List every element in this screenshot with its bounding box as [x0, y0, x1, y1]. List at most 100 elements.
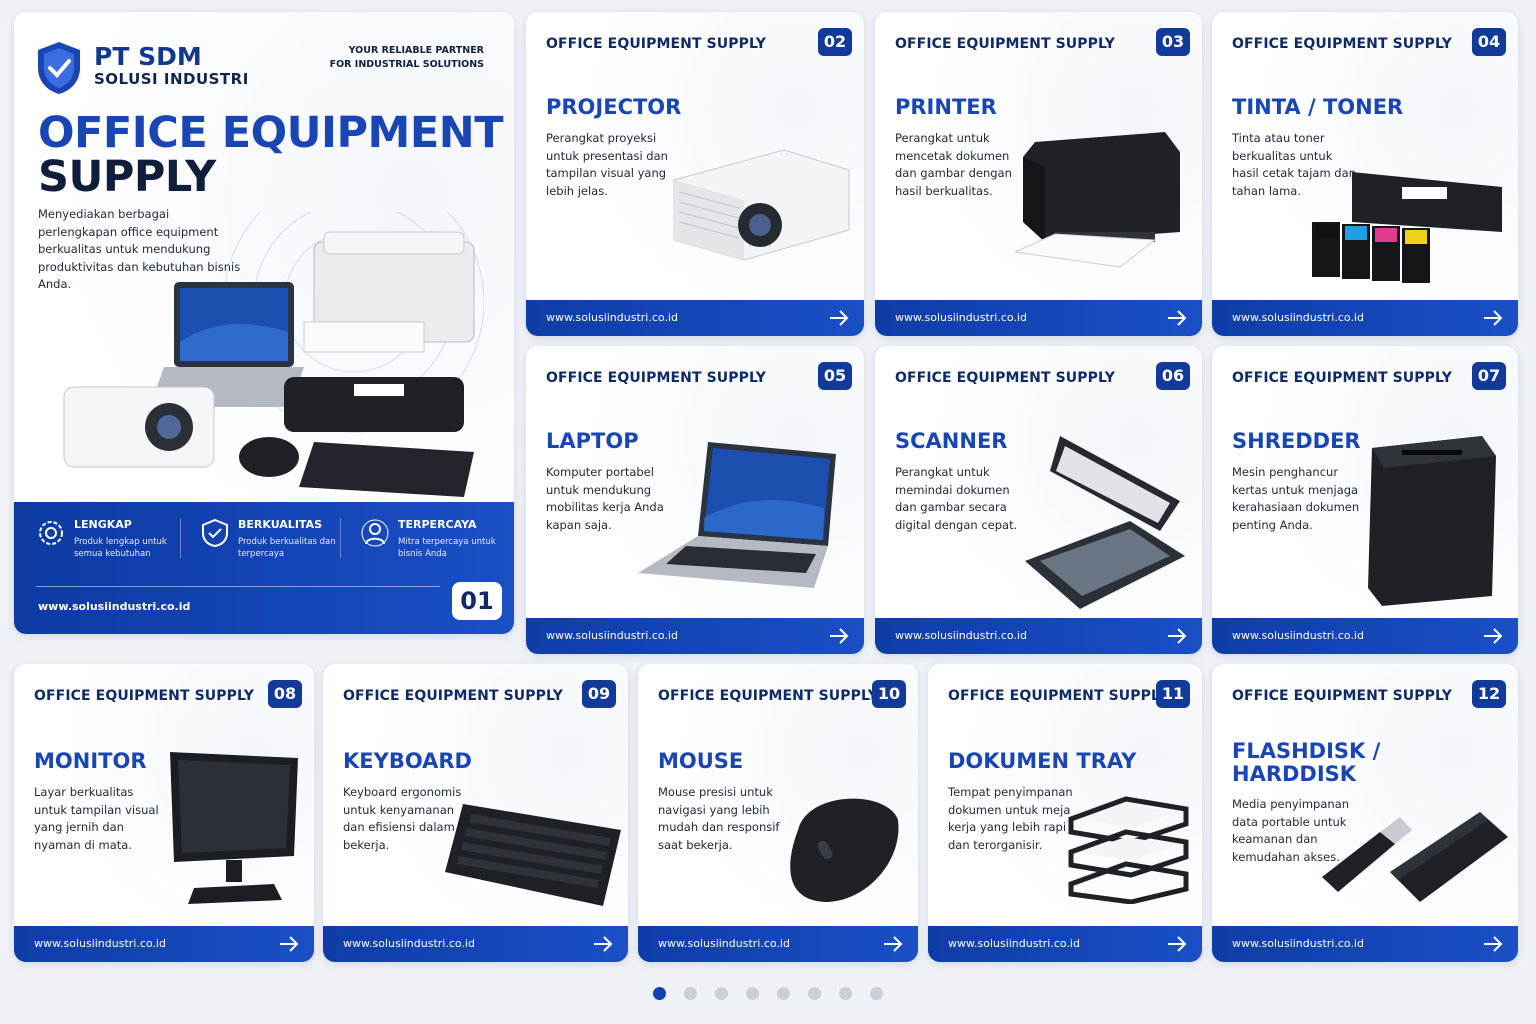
card-number-badge: 12 [1472, 680, 1506, 708]
laptop-image [638, 442, 836, 588]
card-header: OFFICE EQUIPMENT SUPPLY [895, 36, 1116, 52]
arrow-right-icon[interactable] [1482, 308, 1504, 328]
website-link[interactable]: www.solusiindustri.co.id [14, 926, 314, 962]
arrow-right-icon[interactable] [828, 308, 850, 328]
website-link[interactable]: www.solusiindustri.co.id [928, 926, 1202, 962]
website-link[interactable]: www.solusiindustri.co.id [526, 300, 864, 336]
website-link[interactable]: www.solusiindustri.co.id [323, 926, 628, 962]
card-number-badge: 11 [1156, 680, 1190, 708]
mouse-image [790, 798, 899, 902]
arrow-right-icon[interactable] [278, 934, 300, 954]
product-card-monitor[interactable]: OFFICE EQUIPMENT SUPPLY 08 MONITOR Layar… [14, 664, 314, 962]
product-card-storage[interactable]: OFFICE EQUIPMENT SUPPLY 12 FLASHDISK / H… [1212, 664, 1518, 962]
shredder-image [1368, 436, 1496, 606]
website-link[interactable]: www.solusiindustri.co.id [1212, 618, 1518, 654]
card-title: FLASHDISK / HARDDISK [1232, 739, 1381, 786]
website-link[interactable]: www.solusiindustri.co.id [638, 926, 918, 962]
arrow-right-icon[interactable] [882, 934, 904, 954]
monitor-image [170, 752, 298, 904]
tagline: YOUR RELIABLE PARTNER FOR INDUSTRIAL SOL… [330, 44, 484, 72]
pagination-dot[interactable] [839, 987, 852, 1000]
pagination-dot[interactable] [746, 987, 759, 1000]
hero-feature-band: LENGKAP Produk lengkap untuk semua kebut… [14, 502, 514, 634]
card-description: Perangkat untuk mencetak dokumen dan gam… [895, 131, 1012, 198]
hero-card: PT SDM SOLUSI INDUSTRI YOUR RELIABLE PAR… [14, 12, 514, 634]
product-card-keyboard[interactable]: OFFICE EQUIPMENT SUPPLY 09 KEYBOARD Keyb… [323, 664, 628, 962]
card-header: OFFICE EQUIPMENT SUPPLY [948, 688, 1169, 704]
card-number-badge: 08 [268, 680, 302, 708]
card-header: OFFICE EQUIPMENT SUPPLY [1232, 370, 1453, 386]
arrow-right-icon[interactable] [1482, 934, 1504, 954]
card-description: Tempat penyimpanan dokumen untuk meja ke… [948, 785, 1073, 852]
arrow-right-icon[interactable] [828, 626, 850, 646]
pagination-dot[interactable] [684, 987, 697, 1000]
product-card-laptop[interactable]: OFFICE EQUIPMENT SUPPLY 05 LAPTOP Komput… [526, 346, 864, 654]
arrow-right-icon[interactable] [1482, 626, 1504, 646]
brand-subtitle: SOLUSI INDUSTRI [94, 70, 249, 88]
product-card-scanner[interactable]: OFFICE EQUIPMENT SUPPLY 06 SCANNER Peran… [875, 346, 1202, 654]
product-card-shredder[interactable]: OFFICE EQUIPMENT SUPPLY 07 SHREDDER Mesi… [1212, 346, 1518, 654]
page-number-badge: 01 [452, 582, 502, 620]
arrow-right-icon[interactable] [1166, 308, 1188, 328]
feature-title: BERKUALITAS [238, 518, 322, 531]
feature-title: TERPERCAYA [398, 518, 477, 531]
hero-description: Menyediakan berbagai perlengkapan office… [38, 207, 241, 291]
feature-subtitle: Produk lengkap untuk semua kebutuhan [74, 537, 167, 559]
website-link[interactable]: www.solusiindustri.co.id [1212, 300, 1518, 336]
card-header: OFFICE EQUIPMENT SUPPLY [895, 370, 1116, 386]
card-header: OFFICE EQUIPMENT SUPPLY [1232, 688, 1453, 704]
feature-title: LENGKAP [74, 518, 132, 531]
product-card-projector[interactable]: OFFICE EQUIPMENT SUPPLY 02 PROJECTOR Per… [526, 12, 864, 336]
card-description: Layar berkualitas untuk tampilan visual … [34, 785, 159, 852]
card-number-badge: 05 [818, 362, 852, 390]
document-tray-image [1068, 796, 1189, 904]
product-card-mouse[interactable]: OFFICE EQUIPMENT SUPPLY 10 MOUSE Mouse p… [638, 664, 918, 962]
card-description: Keyboard ergonomis untuk kenyamanan dan … [343, 785, 462, 852]
card-number-badge: 06 [1156, 362, 1190, 390]
card-description: Tinta atau toner berkualitas untuk hasil… [1232, 131, 1356, 198]
card-header: OFFICE EQUIPMENT SUPPLY [34, 688, 255, 704]
arrow-right-icon[interactable] [1166, 626, 1188, 646]
equipment-collage-image [63, 212, 484, 497]
pagination-dot[interactable] [808, 987, 821, 1000]
divider [180, 518, 181, 558]
card-number-badge: 07 [1472, 362, 1506, 390]
card-description: Mesin penghancur kertas untuk menjaga ke… [1232, 465, 1360, 532]
arrow-right-icon[interactable] [1166, 934, 1188, 954]
card-header: OFFICE EQUIPMENT SUPPLY [546, 370, 767, 386]
printer-image [1015, 132, 1180, 268]
product-card-printer[interactable]: OFFICE EQUIPMENT SUPPLY 03 PRINTER Peran… [875, 12, 1202, 336]
people-network-icon [361, 519, 389, 547]
card-number-badge: 09 [582, 680, 616, 708]
shield-logo-icon [38, 42, 80, 94]
card-header: OFFICE EQUIPMENT SUPPLY [1232, 36, 1453, 52]
pagination-dot[interactable] [870, 987, 883, 1000]
website-link[interactable]: www.solusiindustri.co.id [526, 618, 864, 654]
card-title: SCANNER [895, 429, 1008, 453]
website-link[interactable]: www.solusiindustri.co.id [875, 618, 1202, 654]
pagination-dot[interactable] [777, 987, 790, 1000]
card-description: Perangkat untuk memindai dokumen dan gam… [895, 465, 1018, 532]
hero-title-line2: SUPPLY [38, 152, 216, 202]
pagination-dot[interactable] [653, 987, 666, 1000]
pagination-dot[interactable] [715, 987, 728, 1000]
card-description: Perangkat proyeksi untuk presentasi dan … [546, 131, 668, 198]
product-card-document-tray[interactable]: OFFICE EQUIPMENT SUPPLY 11 DOKUMEN TRAY … [928, 664, 1202, 962]
card-number-badge: 10 [872, 680, 906, 708]
gear-check-icon [39, 521, 63, 545]
card-title: MONITOR [34, 749, 147, 773]
website-link[interactable]: www.solusiindustri.co.id [875, 300, 1202, 336]
feature-subtitle: Mitra terpercaya untuk bisnis Anda [398, 537, 496, 559]
product-card-toner[interactable]: OFFICE EQUIPMENT SUPPLY 04 TINTA / TONER… [1212, 12, 1518, 336]
storage-image [1322, 812, 1508, 902]
website-link[interactable]: www.solusiindustri.co.id [1212, 926, 1518, 962]
card-number-badge: 04 [1472, 28, 1506, 56]
card-header: OFFICE EQUIPMENT SUPPLY [546, 36, 767, 52]
card-title: MOUSE [658, 749, 744, 773]
arrow-right-icon[interactable] [592, 934, 614, 954]
card-header: OFFICE EQUIPMENT SUPPLY [658, 688, 879, 704]
website-link[interactable]: www.solusiindustri.co.id [38, 600, 191, 613]
divider [36, 586, 440, 587]
card-title: LAPTOP [546, 429, 639, 453]
projector-image [673, 149, 850, 261]
